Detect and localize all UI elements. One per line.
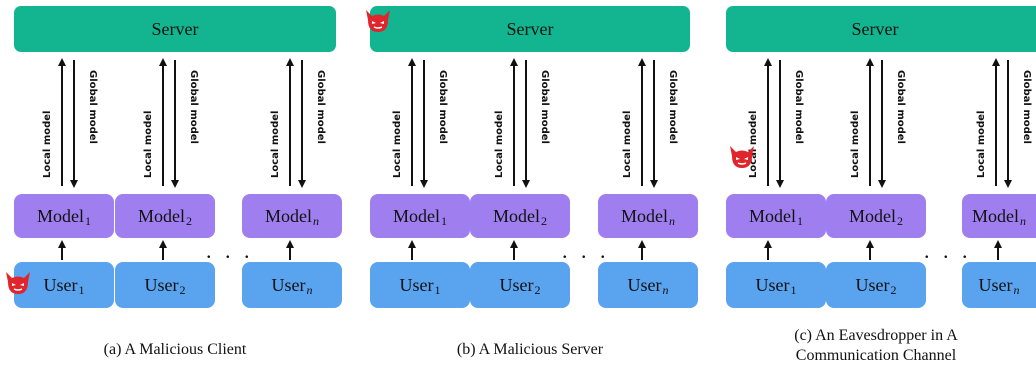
ellipsis: . . . bbox=[562, 238, 610, 263]
caption-a: (a) A Malicious Client bbox=[103, 341, 247, 358]
caption-c-line2: Communication Channel bbox=[795, 347, 957, 364]
caption-c-line1: (c) An Eavesdropper in A bbox=[794, 327, 958, 344]
local-model-label: Local model bbox=[976, 110, 987, 179]
upload-arrow bbox=[510, 240, 518, 260]
model-exchange-arrows bbox=[992, 58, 1012, 188]
model-exchange-arrows bbox=[764, 58, 784, 188]
caption-b: (b) A Malicious Server bbox=[456, 341, 604, 358]
upload-arrow bbox=[286, 240, 294, 260]
local-model-label: Local model bbox=[143, 110, 154, 179]
global-model-label: Global model bbox=[315, 70, 326, 144]
local-model-label: Local model bbox=[622, 110, 633, 179]
model-exchange-arrows bbox=[408, 58, 428, 188]
local-model-label: Local model bbox=[392, 110, 403, 179]
global-model-label: Global model bbox=[188, 70, 199, 144]
upload-arrow bbox=[159, 240, 167, 260]
server-label: Server bbox=[151, 18, 199, 39]
model-exchange-arrows bbox=[866, 58, 886, 188]
upload-arrow bbox=[764, 240, 772, 260]
model-exchange-arrows bbox=[510, 58, 530, 188]
server-label: Server bbox=[851, 18, 899, 39]
server-box-a: Server bbox=[14, 6, 336, 52]
global-model-label: Global model bbox=[895, 70, 906, 144]
server-box-c: Server bbox=[726, 6, 1036, 52]
global-model-label: Global model bbox=[793, 70, 804, 144]
upload-arrow bbox=[994, 240, 1002, 260]
upload-arrow bbox=[408, 240, 416, 260]
devil-icon bbox=[366, 10, 390, 32]
model-exchange-arrows bbox=[58, 58, 78, 188]
upload-arrow bbox=[866, 240, 874, 260]
local-model-label: Local model bbox=[270, 110, 281, 179]
global-model-label: Global model bbox=[87, 70, 98, 144]
global-model-label: Global model bbox=[1021, 70, 1032, 144]
upload-arrow bbox=[638, 240, 646, 260]
model-exchange-arrows bbox=[159, 58, 179, 188]
local-model-label: Local model bbox=[850, 110, 861, 179]
model-exchange-arrows bbox=[638, 58, 658, 188]
devil-icon bbox=[730, 146, 754, 168]
model-exchange-arrows bbox=[286, 58, 306, 188]
local-model-label: Local model bbox=[42, 110, 53, 179]
upload-arrow bbox=[58, 240, 66, 260]
ellipsis: . . . bbox=[924, 238, 972, 263]
devil-icon bbox=[6, 272, 30, 294]
ellipsis: . . . bbox=[206, 238, 254, 263]
local-model-label: Local model bbox=[494, 110, 505, 179]
global-model-label: Global model bbox=[539, 70, 550, 144]
server-box-b: Server bbox=[370, 6, 690, 52]
server-label: Server bbox=[506, 18, 554, 39]
caption-c: (c) An Eavesdropper in A Communication C… bbox=[726, 326, 1026, 366]
global-model-label: Global model bbox=[667, 70, 678, 144]
global-model-label: Global model bbox=[437, 70, 448, 144]
